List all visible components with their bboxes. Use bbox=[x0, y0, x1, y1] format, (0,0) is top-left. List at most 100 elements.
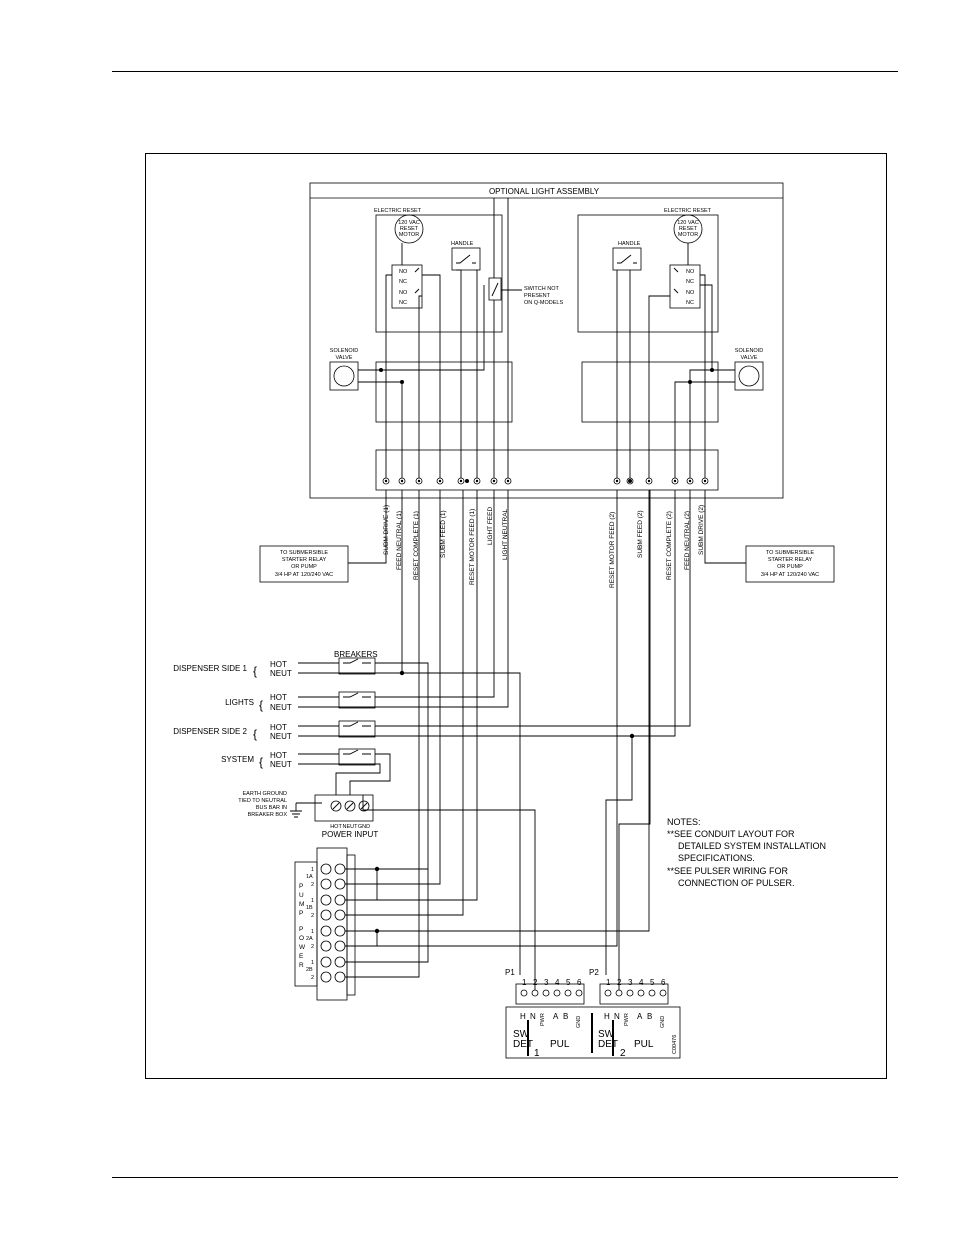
wire-label: SUBM DRIVE (1) bbox=[383, 505, 390, 555]
motor-label-3-left: MOTOR bbox=[399, 232, 419, 238]
pump-group: 2A bbox=[306, 936, 313, 942]
drawing-code: C00476 bbox=[672, 1035, 678, 1054]
starter-box-left: TO SUBMERSIBLE STARTER RELAY OR PUMP 3/4… bbox=[259, 520, 387, 583]
contact-no-2-left: NO bbox=[399, 290, 408, 296]
motor-label-1-right: 120 VAC bbox=[677, 220, 699, 226]
contact-no-1-left: NO bbox=[399, 269, 408, 275]
contact-nc-1-left: NC bbox=[399, 279, 407, 285]
contact-no-2-right: NO bbox=[686, 290, 695, 296]
light-switch-icon bbox=[488, 277, 502, 301]
p1-label: P1 bbox=[505, 968, 515, 977]
pump-letter: P bbox=[299, 910, 303, 917]
note-line: SPECIFICATIONS. bbox=[678, 853, 755, 863]
hot-label: HOT bbox=[270, 751, 287, 760]
breaker-group-label: DISPENSER SIDE 2 bbox=[173, 727, 247, 736]
note-line: **SEE PULSER WIRING FOR bbox=[667, 866, 789, 876]
solenoid-label-2-left: VALVE bbox=[336, 355, 353, 361]
starter-box-right: TO SUBMERSIBLE STARTER RELAY OR PUMP 3/4… bbox=[704, 490, 835, 583]
pump-letter: O bbox=[299, 935, 304, 942]
wire-label: SUBM FEED (2) bbox=[637, 510, 644, 558]
wire-label: FEED NEUTRAL (2) bbox=[684, 511, 691, 570]
switch-note-3: ON Q-MODELS bbox=[524, 300, 563, 306]
wire-label: LIGHT NEUTRAL bbox=[502, 508, 509, 560]
switch-note-1: SWITCH NOT bbox=[524, 286, 559, 292]
ground-label: BREAKER BOX bbox=[248, 812, 288, 818]
pin-number: 5 bbox=[650, 978, 655, 987]
pump-letter: M bbox=[299, 901, 304, 908]
connector-p2: P2 1 2 3 4 5 6 bbox=[589, 968, 669, 1005]
hot-label: HOT bbox=[270, 693, 287, 702]
hot-label: HOT bbox=[270, 660, 287, 669]
wire-label: SUBM DRIVE (2) bbox=[698, 505, 705, 555]
det-label: DET bbox=[598, 1039, 618, 1050]
handle-label-left: HANDLE bbox=[451, 241, 474, 247]
electric-reset-label-left: ELECTRIC RESET bbox=[374, 208, 422, 214]
signal-label: PWR bbox=[540, 1013, 546, 1026]
signal-label: GND bbox=[660, 1016, 666, 1028]
brace-icon: { bbox=[259, 698, 263, 712]
pump-letter: E bbox=[299, 953, 304, 960]
contact-nc-2-left: NC bbox=[399, 300, 407, 306]
handle-switch-icon-right bbox=[612, 247, 642, 271]
handle-switch-icon-left bbox=[451, 247, 481, 271]
wire-label: RESET MOTOR FEED (2) bbox=[609, 512, 616, 588]
pump-letter: U bbox=[299, 892, 304, 899]
reset-motor-icon-left bbox=[394, 214, 424, 244]
pin-number: 3 bbox=[544, 978, 549, 987]
pump-group: 2B bbox=[306, 967, 313, 973]
breaker-group-label: DISPENSER SIDE 1 bbox=[173, 664, 247, 673]
breaker-group-label: LIGHTS bbox=[225, 698, 254, 707]
switch-note-2: PRESENT bbox=[524, 293, 551, 299]
pin-number: 2 bbox=[617, 978, 622, 987]
motor-label-1-left: 120 VAC bbox=[398, 220, 420, 226]
breaker-icon bbox=[338, 657, 376, 675]
signal-label: H bbox=[520, 1012, 526, 1021]
pul-label: PUL bbox=[550, 1039, 570, 1050]
pump-letter: W bbox=[299, 944, 306, 951]
side-number: 1 bbox=[534, 1048, 540, 1059]
motor-label-3-right: MOTOR bbox=[678, 232, 698, 238]
power-term: HOT bbox=[330, 824, 342, 830]
pin-number: 4 bbox=[639, 978, 644, 987]
pump-group: 1B bbox=[306, 905, 313, 911]
motor-label-2-left: RESET bbox=[400, 226, 419, 232]
pump-pin: 1 bbox=[311, 898, 314, 904]
ground-icon bbox=[290, 802, 322, 818]
signal-label: GND bbox=[576, 1016, 582, 1028]
electric-reset-label-right: ELECTRIC RESET bbox=[664, 208, 712, 214]
signal-label: N bbox=[530, 1012, 536, 1021]
starter-text: OR PUMP bbox=[777, 564, 803, 570]
note-line: CONNECTION OF PULSER. bbox=[678, 878, 795, 888]
wire-label: RESET COMPLETE (1) bbox=[413, 511, 420, 580]
brace-icon: { bbox=[253, 664, 257, 678]
pin-number: 3 bbox=[628, 978, 633, 987]
signal-label: PWR bbox=[624, 1013, 630, 1026]
solenoid-label-1-left: SOLENOID bbox=[330, 348, 358, 354]
pump-pin: 1 bbox=[311, 929, 314, 935]
pump-screws bbox=[320, 863, 346, 983]
pulser-box: H N PWR A B GND SW DET PUL 1 H N PWR A B… bbox=[505, 1006, 681, 1059]
terminal-screws bbox=[382, 477, 709, 485]
ground-label: EARTH GROUND bbox=[242, 791, 287, 797]
starter-text: TO SUBMERSIBLE bbox=[280, 550, 329, 556]
brace-icon: { bbox=[253, 727, 257, 741]
starter-text: TO SUBMERSIBLE bbox=[766, 550, 815, 556]
pump-group: 1A bbox=[306, 874, 313, 880]
signal-label: B bbox=[563, 1012, 568, 1021]
breakers-title: BREAKERS bbox=[334, 650, 378, 659]
ground-label: BUS BAR IN bbox=[256, 805, 287, 811]
light-assembly: OPTIONAL LIGHT ASSEMBLY ELECTRIC RESET 1… bbox=[309, 182, 784, 520]
pump-pin: 2 bbox=[311, 882, 314, 888]
side-number: 2 bbox=[620, 1048, 626, 1059]
reset-contacts-right bbox=[669, 264, 701, 309]
power-input: EARTH GROUND TIED TO NEUTRAL BUS BAR IN … bbox=[238, 791, 378, 839]
pin-number: 2 bbox=[533, 978, 538, 987]
solenoid-valve-icon-right bbox=[734, 361, 764, 391]
top-rule bbox=[112, 71, 898, 72]
pump-pin: 2 bbox=[311, 944, 314, 950]
power-term: NEUT bbox=[343, 824, 359, 830]
pump-letter: P bbox=[299, 883, 303, 890]
starter-text: OR PUMP bbox=[291, 564, 317, 570]
breaker-icon bbox=[338, 748, 376, 766]
bottom-rule bbox=[112, 1177, 898, 1178]
